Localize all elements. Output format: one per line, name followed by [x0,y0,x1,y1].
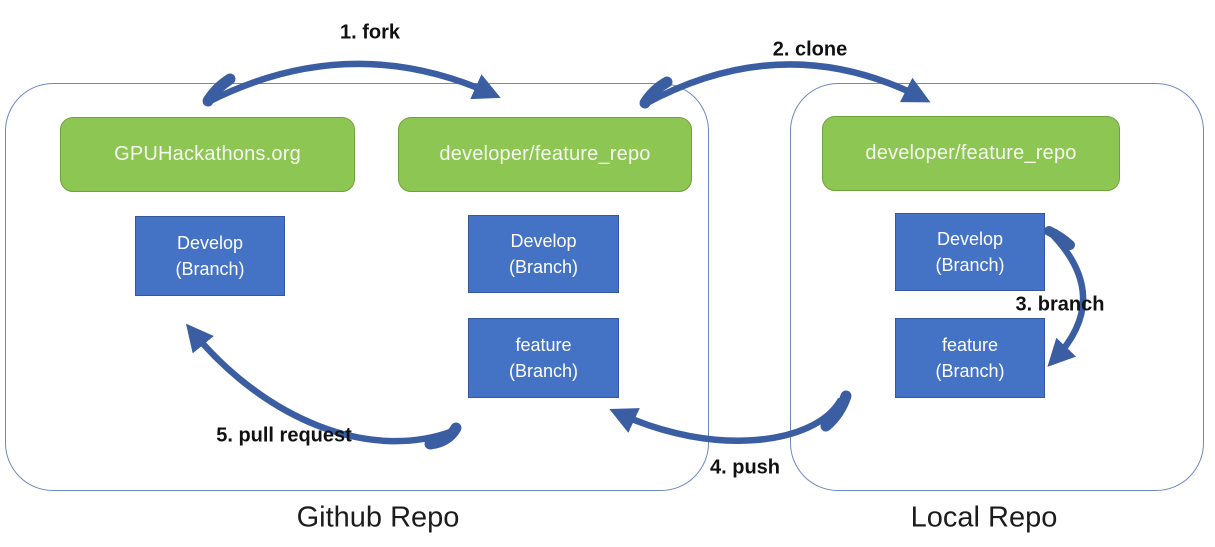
clone-label: 2. clone [772,38,848,61]
branch-type: (Branch) [935,361,1005,381]
pull-request-label: 5. pull request [216,424,352,447]
repo-box-gpuhackathons: GPUHackathons.org [60,117,355,192]
branch-name: Develop [510,231,577,251]
branch-type: (Branch) [508,257,579,277]
branch-box-upstream-develop: Develop (Branch) [135,216,285,296]
local-repo-title: Local Repo [910,501,1058,534]
repo-box-fork: developer/feature_repo [398,117,692,192]
branch-box-fork-feature: feature (Branch) [468,318,619,398]
branch-name: feature [515,335,572,355]
branch-type: (Branch) [935,255,1005,275]
branch-box-local-develop: Develop (Branch) [895,213,1045,291]
branch-name: Develop [936,229,1004,249]
local-repo-container [790,83,1204,491]
github-repo-title: Github Repo [296,501,460,534]
repo-box-local-clone: developer/feature_repo [822,116,1120,191]
push-label: 4. push [709,456,781,479]
branch-box-local-feature: feature (Branch) [895,318,1045,398]
branch-name: feature [941,335,999,355]
branch-label: 3. branch [1015,293,1105,316]
branch-box-fork-develop: Develop (Branch) [468,215,619,293]
branch-name: Develop [176,233,244,253]
branch-type: (Branch) [175,259,245,279]
branch-type: (Branch) [508,361,579,381]
fork-label: 1. fork [339,21,401,44]
